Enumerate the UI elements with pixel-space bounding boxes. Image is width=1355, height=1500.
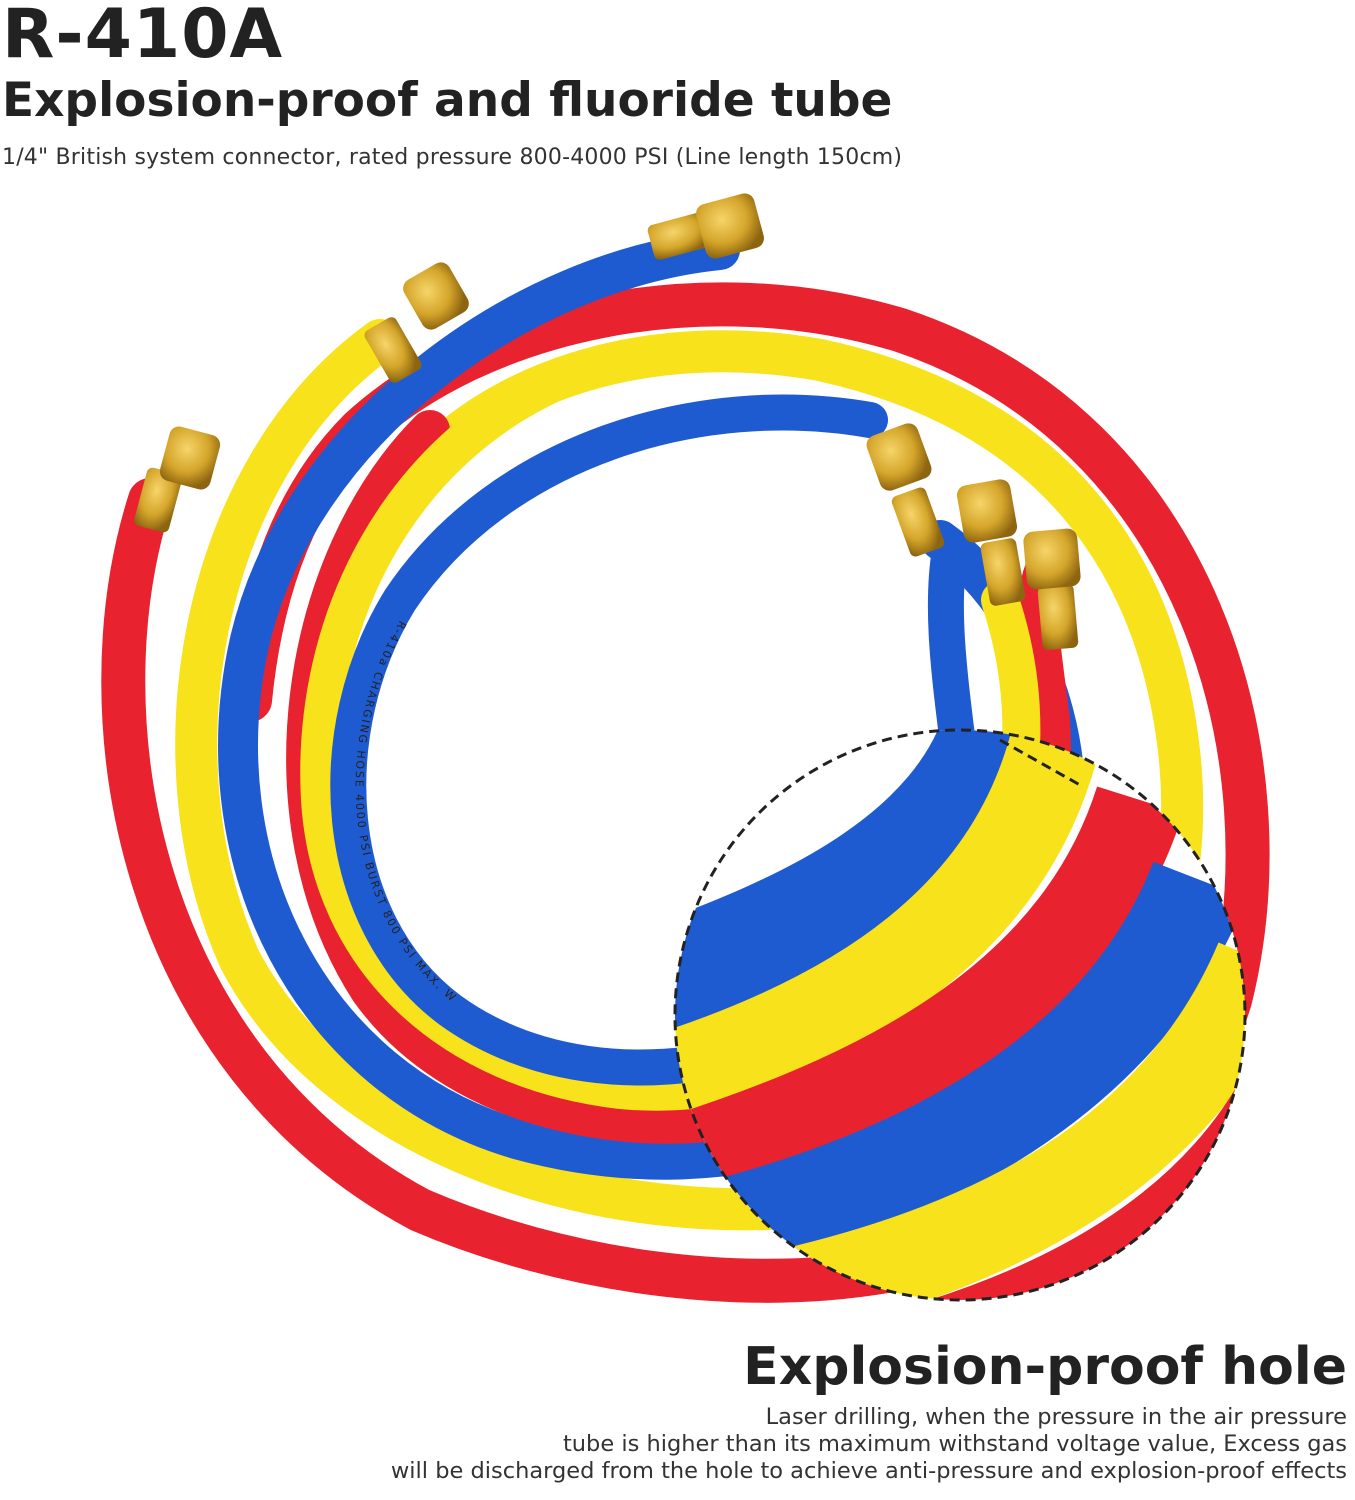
feature-description: Laser drilling, when the pressure in the…	[147, 1404, 1347, 1485]
brass-fitting-right-1	[866, 423, 945, 557]
magnified-detail	[673, 728, 1247, 1302]
spec-line: 1/4" British system connector, rated pre…	[2, 145, 903, 170]
page-subtitle: Explosion-proof and fluoride tube	[2, 73, 893, 128]
feature-title: Explosion-proof hole	[743, 1337, 1347, 1397]
magnify-ring	[673, 728, 1247, 1302]
feature-desc-line-1: Laser drilling, when the pressure in the…	[765, 1404, 1347, 1430]
brass-fitting-right-3	[1023, 528, 1081, 650]
brass-fitting-right-2	[956, 479, 1026, 606]
feature-desc-line-3: will be discharged from the hole to achi…	[390, 1458, 1347, 1484]
page-title: R-410A	[2, 0, 284, 74]
brass-fitting-top-left	[364, 262, 469, 383]
hose-illustration: R-410a CHARGING HOSE 4000 PSI BURST 800 …	[0, 180, 1270, 1303]
feature-desc-line-2: tube is higher than its maximum withstan…	[562, 1431, 1347, 1457]
brass-fitting-top-right	[647, 193, 764, 260]
brass-fitting-left	[134, 426, 221, 533]
